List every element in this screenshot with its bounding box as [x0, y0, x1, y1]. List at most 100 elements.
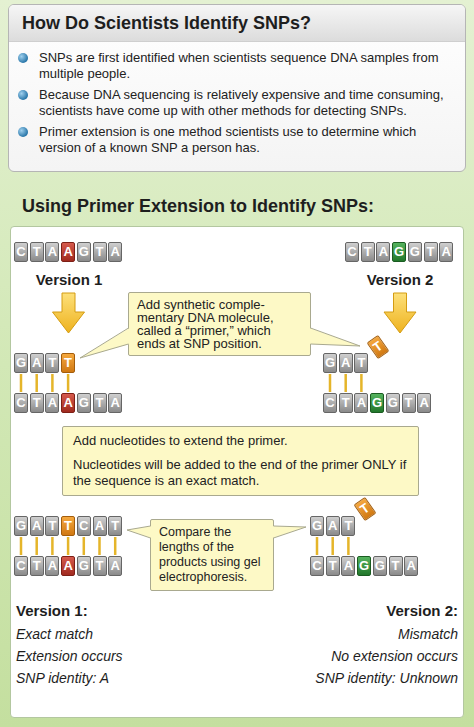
base-letter: T [425, 243, 437, 261]
step-arrow [53, 293, 85, 333]
base-letter: T [62, 517, 74, 535]
nucleotide-box: G [77, 242, 91, 262]
nucleotide-box: T [108, 516, 122, 536]
base-letter: T [46, 517, 58, 535]
callout-text: Compare the lengths of the products usin… [159, 525, 265, 585]
nucleotide-box: G [14, 516, 28, 536]
nucleotide-box: A [404, 556, 418, 576]
callout-tail-edge [274, 526, 307, 538]
nucleotide-box: A [93, 516, 107, 536]
title-band: How Do Scientists Identify SNPs? [9, 5, 465, 42]
base-letter: G [78, 243, 90, 261]
base-pair-bonds [330, 374, 361, 392]
base-letter: T [342, 517, 354, 535]
callout-box: Add nucleotides to extend the primer.Nuc… [62, 426, 419, 496]
base-letter: A [109, 394, 121, 412]
base-letter: A [440, 243, 452, 261]
nucleotide-box: A [376, 242, 390, 262]
diagram-title: How Do Scientists Identify SNPs? [22, 13, 311, 34]
nucleotide-box: A [108, 242, 122, 262]
base-letter: A [62, 394, 74, 412]
callout-tail-edge [311, 328, 361, 346]
nucleotide-box: A [354, 393, 368, 413]
nucleotide-box: C [310, 556, 324, 576]
nucleotide-box: A [30, 353, 44, 373]
base-letter: A [405, 557, 417, 575]
base-letter: T [368, 336, 388, 358]
base-letter: A [94, 517, 106, 535]
base-letter: T [31, 557, 43, 575]
base-letter: A [418, 394, 430, 412]
callout-tail-edge [127, 526, 151, 538]
nucleotide-box: T [30, 393, 44, 413]
base-pair-bonds [21, 537, 115, 555]
nucleotide-box: T [61, 353, 75, 373]
panel-heading: Using Primer Extension to Identify SNPs: [22, 196, 374, 217]
nucleotide-box: C [14, 556, 28, 576]
base-letter: G [409, 243, 421, 261]
base-letter: C [78, 517, 90, 535]
nucleotide-box: G [77, 393, 91, 413]
nucleotide-box: T [339, 393, 353, 413]
nucleotide-box: C [14, 242, 28, 262]
base-pair-bonds [21, 374, 68, 392]
base-letter: T [327, 557, 339, 575]
nucleotide-box: A [341, 556, 355, 576]
base-letter: A [342, 557, 354, 575]
base-letter: A [355, 394, 367, 412]
nucleotide-box: T [93, 242, 107, 262]
base-letter: A [46, 243, 58, 261]
nucleotide-box: G [14, 353, 28, 373]
base-letter: T [94, 557, 106, 575]
nucleotide-box: A [45, 242, 59, 262]
nucleotide-box: A [61, 393, 75, 413]
base-letter: G [358, 557, 370, 575]
base-letter: C [311, 557, 323, 575]
bullet-dot [18, 90, 28, 100]
base-letter: T [31, 243, 43, 261]
base-letter: A [340, 354, 352, 372]
nucleotide-box: T [354, 353, 368, 373]
nucleotide-box: A [61, 242, 75, 262]
bullet-text: Because DNA sequencing is relatively exp… [39, 87, 453, 119]
base-letter: G [78, 557, 90, 575]
callout-box: Compare the lengths of the products usin… [150, 519, 274, 591]
nucleotide-box: A [439, 242, 453, 262]
base-letter: C [324, 394, 336, 412]
bullet-dot [18, 53, 28, 63]
base-letter: T [62, 354, 74, 372]
base-letter: A [31, 354, 43, 372]
base-letter: T [109, 517, 121, 535]
base-letter: A [46, 557, 58, 575]
nucleotide-box: T [45, 353, 59, 373]
nucleotide-box: G [310, 516, 324, 536]
base-letter: G [78, 394, 90, 412]
base-letter: G [371, 394, 383, 412]
callout-tail [273, 526, 307, 538]
nucleotide-box: A [108, 556, 122, 576]
base-letter: C [346, 243, 358, 261]
nucleotide-box: A [417, 393, 431, 413]
step-arrow [384, 293, 416, 333]
nucleotide-box: T [30, 556, 44, 576]
nucleotide-box: C [323, 393, 337, 413]
callout-tail-edge [80, 328, 129, 358]
nucleotide-box: G [77, 556, 91, 576]
nucleotide-box: A [61, 556, 75, 576]
base-letter: A [46, 394, 58, 412]
callout-tail [310, 328, 361, 346]
nucleotide-box: T [402, 393, 416, 413]
base-letter: T [31, 394, 43, 412]
base-letter: G [374, 557, 386, 575]
base-letter: A [327, 517, 339, 535]
callout-text: Add synthetic comple- mentary DNA molecu… [137, 298, 302, 350]
nucleotide-box: G [392, 242, 406, 262]
nucleotide-box: T [61, 516, 75, 536]
nucleotide-box: T [367, 335, 390, 359]
nucleotide-box: T [93, 556, 107, 576]
info-panel: SNPs are first identified when scientist… [9, 42, 465, 170]
nucleotide-box: T [354, 497, 377, 521]
nucleotide-box: T [341, 516, 355, 536]
base-letter: G [387, 394, 399, 412]
